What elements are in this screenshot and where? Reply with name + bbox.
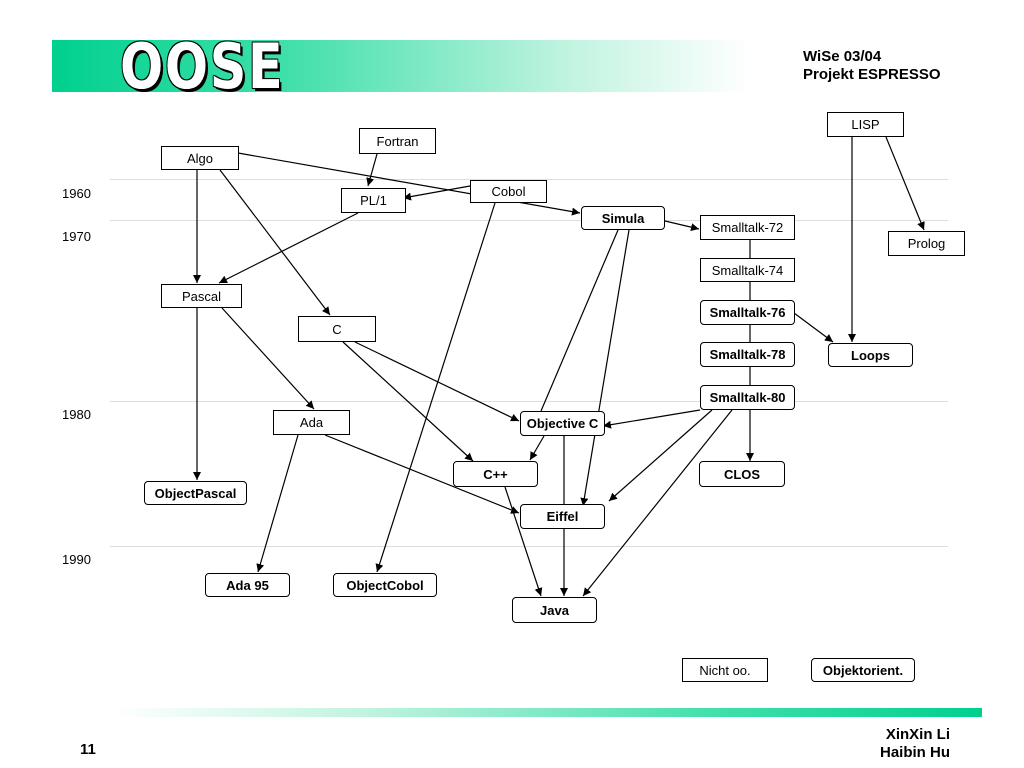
node-simula: Simula [581,206,665,230]
node-eiffel: Eiffel [520,504,605,529]
gridline-1980 [110,401,948,402]
node-java: Java [512,597,597,623]
node-lisp: LISP [827,112,904,137]
node-smalltalk76: Smalltalk-76 [700,300,795,325]
edge-c-cpp [342,341,474,462]
year-1970: 1970 [62,229,91,244]
edge-cobol-pl1 [402,185,471,201]
authors: XinXin Li Haibin Hu [880,726,950,762]
node-cpp: C++ [453,461,538,487]
semester-label: WiSe 03/04 [803,48,882,65]
node-smalltalk80: Smalltalk-80 [700,385,795,410]
node-fortran: Fortran [359,128,436,154]
node-clos: CLOS [699,461,785,487]
node-pl1: PL/1 [341,188,406,213]
edge-pascal-ada [221,307,315,410]
edge-cobol-objectcobol [375,202,496,573]
author-2: Haibin Hu [880,744,950,761]
gridline-1970 [110,220,948,221]
edge-objective-c-cpp [529,435,545,461]
node-smalltalk74: Smalltalk-74 [700,258,795,282]
author-1: XinXin Li [885,726,950,743]
gridline-1990 [110,546,948,547]
year-1990: 1990 [62,552,91,567]
edge-ada-ada95 [256,434,299,573]
edge-c-objective-c [354,341,520,422]
footer-gradient-bar [110,708,982,717]
edge-ada-eiffel [324,434,520,514]
node-ada: Ada [273,410,350,435]
edge-fortran-pl1 [366,153,378,187]
year-1960: 1960 [62,186,91,201]
node-cobol: Cobol [470,180,547,203]
node-objectpascal: ObjectPascal [144,481,247,505]
page-number: 11 [80,741,96,758]
node-prolog: Prolog [888,231,965,256]
node-objectcobol: ObjectCobol [333,573,437,597]
year-1980: 1980 [62,407,91,422]
edge-st76-loops [793,312,834,343]
node-algo: Algo [161,146,239,170]
edge-pl1-pascal [218,212,359,284]
oose-logo: OOSE [120,30,285,103]
edge-simula-objective-c [540,229,619,412]
legend-oo: Objektorient. [811,658,915,682]
node-c: C [298,316,376,342]
node-loops: Loops [828,343,913,367]
node-objective-c: Objective C [520,411,605,436]
gridline-1960 [110,179,948,180]
node-smalltalk72: Smalltalk-72 [700,215,795,240]
node-ada95: Ada 95 [205,573,290,597]
edge-simula-smalltalk72 [664,220,700,232]
edge-simula-eiffel [580,229,630,507]
edge-cpp-java [504,486,543,597]
legend-non-oo: Nicht oo. [682,658,768,682]
edge-st80-java [582,409,733,597]
node-pascal: Pascal [161,284,242,308]
edge-algo-c [219,169,331,316]
header-info: WiSe 03/04 Projekt ESPRESSO [803,48,941,84]
edge-st80-objective-c [602,409,701,429]
edge-algo-simula [237,152,581,216]
edge-st80-eiffel [608,409,713,502]
project-label: Projekt ESPRESSO [803,66,941,83]
node-smalltalk78: Smalltalk-78 [700,342,795,367]
edge-lisp-prolog [885,136,925,231]
header-gradient-bar [52,40,982,92]
